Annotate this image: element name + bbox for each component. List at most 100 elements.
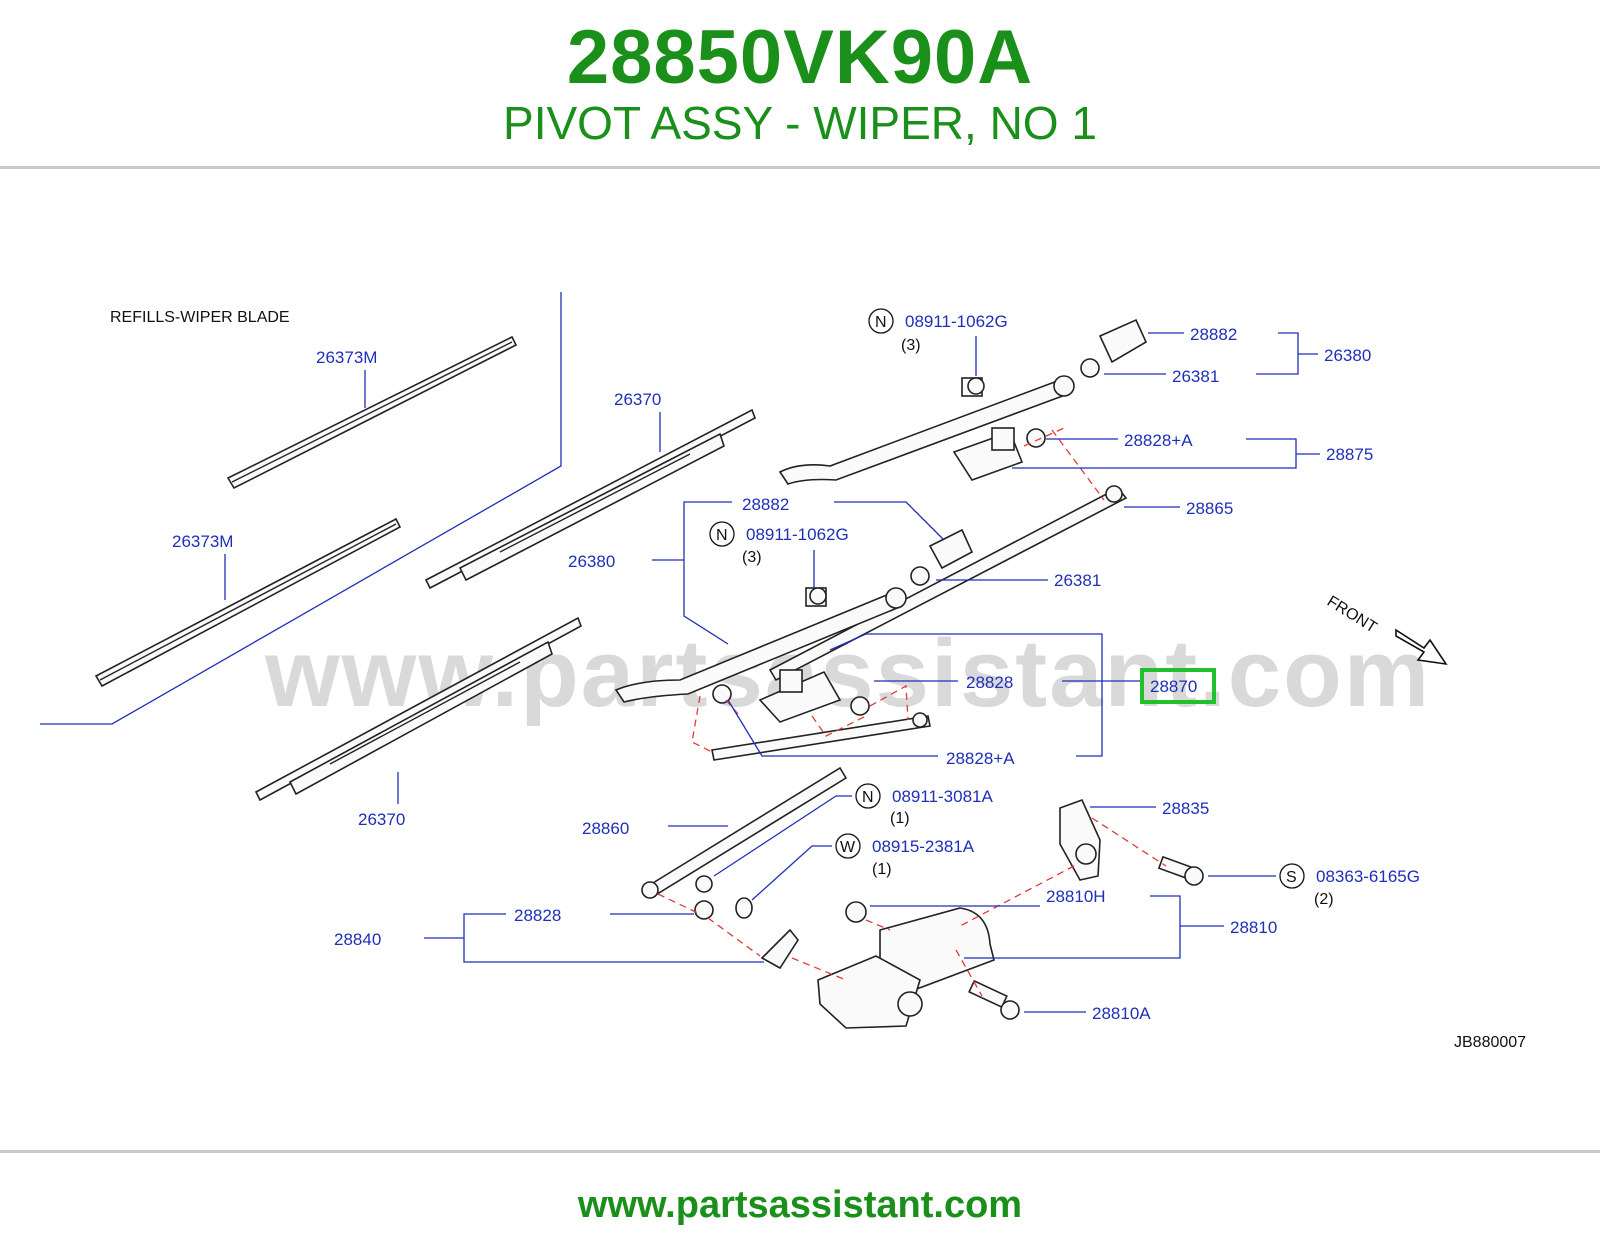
leader-28882-lower: [834, 501, 945, 541]
callout-n-08911-1062g-lower[interactable]: N 08911-1062G (3): [709, 521, 849, 566]
callout-28870[interactable]: 28870: [1150, 677, 1197, 696]
bracket-28840: [463, 913, 764, 963]
callout-28840[interactable]: 28840: [334, 930, 381, 949]
svg-text:(2): (2): [1314, 891, 1334, 908]
header-divider: [0, 166, 1600, 169]
callout-28810[interactable]: 28810: [1230, 918, 1277, 937]
callout-w-08915-2381a[interactable]: W 08915-2381A (1): [835, 833, 975, 878]
svg-text:(1): (1): [890, 810, 910, 827]
dash-line-1: [1051, 429, 1105, 501]
callout-26370-lower[interactable]: 26370: [358, 810, 405, 829]
bracket-28870: [1076, 681, 1103, 757]
dash-line-5: [811, 715, 867, 737]
dash-line-7: [657, 893, 701, 915]
link-rod-28860: [641, 766, 848, 899]
wiper-blade-lower: [254, 616, 582, 802]
svg-text:N: N: [862, 789, 874, 806]
callout-28882-lower[interactable]: 28882: [742, 495, 789, 514]
callout-28828a-upper[interactable]: 28828+A: [1124, 431, 1193, 450]
callout-28835[interactable]: 28835: [1162, 799, 1209, 818]
leader-n3: [713, 795, 852, 877]
part-name-subtitle: PIVOT ASSY - WIPER, NO 1: [503, 97, 1097, 149]
refill-strip-lower: [94, 517, 402, 688]
cap-upper: [1098, 318, 1148, 364]
callout-28860[interactable]: 28860: [582, 819, 629, 838]
callout-n-08911-3081a[interactable]: N 08911-3081A (1): [855, 783, 993, 827]
refills-bracket: [40, 292, 562, 725]
bracket-28810: [964, 895, 1181, 959]
callout-26373m-upper[interactable]: 26373M: [316, 348, 377, 367]
wiper-blade-upper: [424, 408, 756, 590]
dash-line-4: [725, 699, 739, 715]
callout-26373m-lower[interactable]: 26373M: [172, 532, 233, 551]
dash-line-13: [865, 919, 891, 931]
dash-line-8: [707, 917, 761, 957]
callout-28828-mid[interactable]: 28828: [966, 673, 1013, 692]
nut-08911-upper: [967, 377, 985, 395]
refill-strip-upper: [226, 335, 518, 490]
bush-28828: [694, 900, 714, 920]
footer-divider: [0, 1150, 1600, 1153]
dash-line-11: [959, 865, 1075, 927]
cap-lower: [928, 528, 974, 570]
nut-upper: [1080, 358, 1100, 378]
svg-text:W: W: [840, 839, 856, 856]
nut-08911-lower: [809, 587, 827, 605]
bolt-08363: [1157, 855, 1204, 886]
leader-28828a-lower: [727, 699, 938, 757]
wiper-motor: [817, 907, 995, 1029]
refills-wiper-blade-label: REFILLS-WIPER BLADE: [110, 309, 290, 326]
dash-line-10: [1091, 817, 1167, 867]
callout-28828a-lower[interactable]: 28828+A: [946, 749, 1015, 768]
bolt-28810a: [968, 979, 1020, 1020]
callout-26380-upper[interactable]: 26380: [1324, 346, 1371, 365]
callout-28810a[interactable]: 28810A: [1092, 1004, 1151, 1023]
dash-line-3: [691, 695, 713, 753]
callout-26381-lower[interactable]: 26381: [1054, 571, 1101, 590]
bracket-28840: [760, 928, 799, 970]
callout-26380-lower[interactable]: 26380: [568, 552, 615, 571]
washer-08915: [735, 897, 753, 919]
motor-bracket: [1059, 798, 1101, 881]
part-number-title: 28850VK90A: [566, 15, 1034, 100]
callout-26370-upper[interactable]: 26370: [614, 390, 661, 409]
nut-lower: [910, 566, 930, 586]
drawing-code: JB880007: [1454, 1034, 1526, 1051]
callout-28882-upper[interactable]: 28882: [1190, 325, 1237, 344]
callout-26381-upper[interactable]: 26381: [1172, 367, 1219, 386]
front-arrow-icon: [1395, 628, 1448, 666]
svg-text:(1): (1): [872, 861, 892, 878]
svg-text:08911-1062G: 08911-1062G: [746, 525, 849, 544]
link-rod-28865: [768, 485, 1128, 682]
page-header: 28850VK90A PIVOT ASSY - WIPER, NO 1: [0, 0, 1600, 168]
leader-w1: [751, 845, 832, 901]
callout-s-08363-6165g[interactable]: S 08363-6165G (2): [1279, 863, 1420, 908]
svg-text:08911-1062G: 08911-1062G: [905, 312, 1008, 331]
callout-28828-lower[interactable]: 28828: [514, 906, 561, 925]
bush-28810h: [845, 901, 867, 923]
callout-28865[interactable]: 28865: [1186, 499, 1233, 518]
dash-line-9: [791, 957, 847, 981]
bracket-26380-upper: [1256, 332, 1299, 375]
dash-line-12: [955, 949, 983, 997]
svg-text:08911-3081A: 08911-3081A: [892, 787, 993, 806]
svg-text:S: S: [1286, 869, 1297, 886]
callout-28810h[interactable]: 28810H: [1046, 887, 1106, 906]
footer-website-link[interactable]: www.partsassistant.com: [577, 1184, 1023, 1226]
dash-line-2: [1023, 427, 1065, 447]
svg-text:(3): (3): [742, 549, 762, 566]
link-rod-lower: [711, 712, 931, 761]
svg-text:08915-2381A: 08915-2381A: [872, 837, 975, 856]
highlight-box-28870: [1140, 668, 1216, 704]
svg-text:N: N: [875, 314, 887, 331]
svg-text:(3): (3): [901, 337, 921, 354]
callout-n-08911-1062g-upper[interactable]: N 08911-1062G (3): [868, 308, 1008, 354]
callout-28875[interactable]: 28875: [1326, 445, 1373, 464]
dash-line-6: [869, 684, 909, 721]
svg-text:08363-6165G: 08363-6165G: [1316, 867, 1420, 886]
nut-08911-3081a: [695, 875, 713, 893]
pivot-lower: [712, 669, 870, 723]
pivot-upper: [952, 427, 1046, 481]
svg-text:N: N: [716, 527, 728, 544]
